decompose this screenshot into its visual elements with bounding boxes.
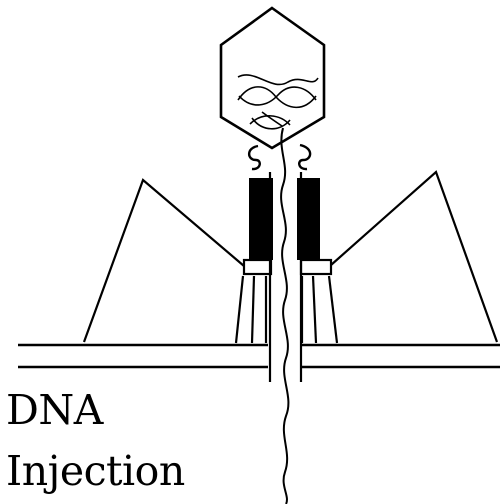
baseplate: [244, 260, 331, 274]
cell-membrane: [18, 345, 500, 367]
tail-fiber-left: [84, 180, 244, 342]
tail-fiber-right: [331, 172, 497, 342]
capsid-head: [221, 8, 324, 148]
injected-dna-strand: [281, 128, 288, 504]
caption-dna: DNA: [6, 390, 103, 431]
caption-injection: Injection: [6, 451, 185, 492]
tail-fibers: [84, 172, 497, 342]
phage-neck: [249, 145, 310, 169]
